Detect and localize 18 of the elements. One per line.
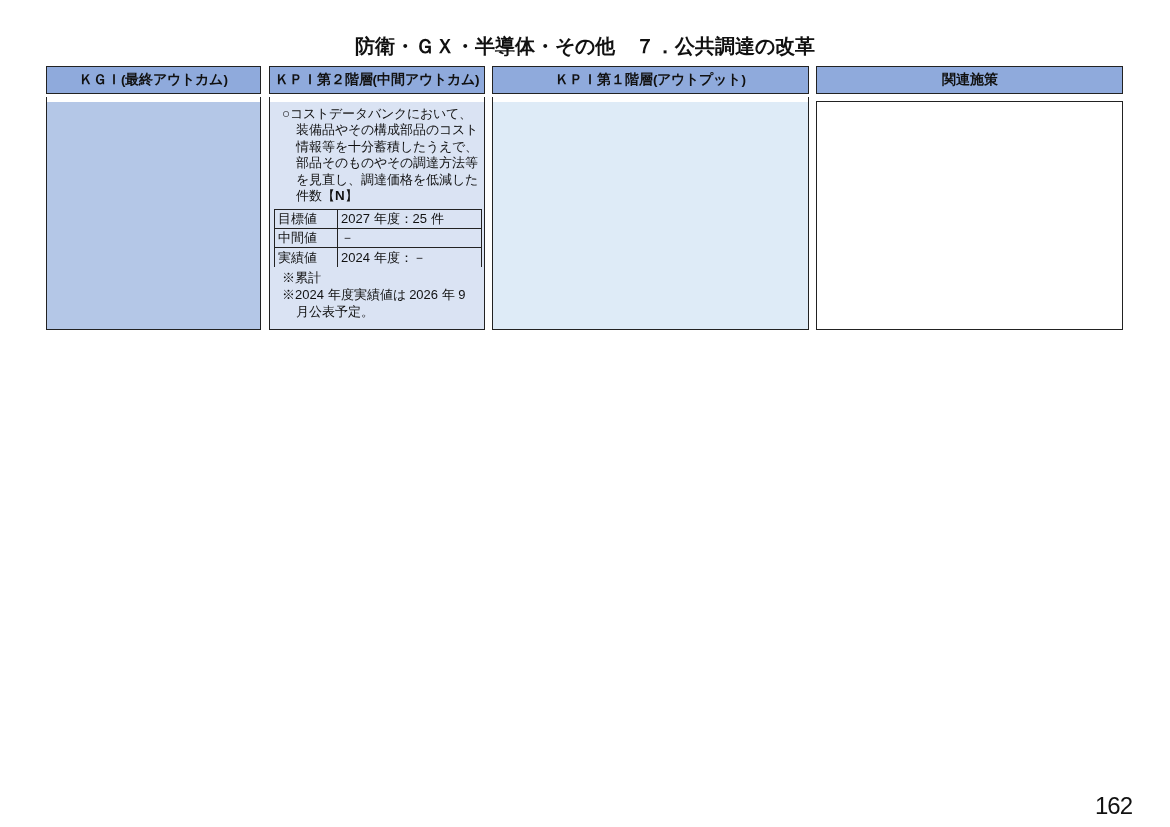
table-cell: 実績値: [274, 247, 338, 267]
page-title: 防衛・ＧＸ・半導体・その他 ７．公共調達の改革: [354, 34, 816, 59]
footnote: ※2024 年度実績値は 2026 年 9 月公表予定。: [282, 285, 467, 320]
column-header: ＫＰＩ第２階層(中間アウトカム): [269, 66, 485, 94]
column-panel: [492, 97, 809, 330]
column-panel: [269, 97, 485, 330]
column-header: 関連施策: [816, 66, 1123, 94]
table-cell: 中間値: [274, 228, 338, 248]
column-panel: [46, 97, 261, 330]
column-header: ＫＰＩ第１階層(アウトプット): [492, 66, 809, 94]
table-cell: 2027 年度：25 件: [337, 209, 482, 229]
kpi-description: ○コストデータバンクにおいて、装備品やその構成部品のコスト情報等を十分蓄積したうえで、部品そのものやその調達方法等を見直し、調達価格を低減した件数【N】: [282, 106, 480, 205]
column-header: ＫＧＩ(最終アウトカム): [46, 66, 261, 94]
column-panel: [816, 101, 1123, 330]
table-cell: 目標値: [274, 209, 338, 229]
page-number: 162: [1094, 792, 1132, 820]
footnote: ※累計: [282, 268, 322, 286]
table-cell: －: [337, 228, 482, 248]
